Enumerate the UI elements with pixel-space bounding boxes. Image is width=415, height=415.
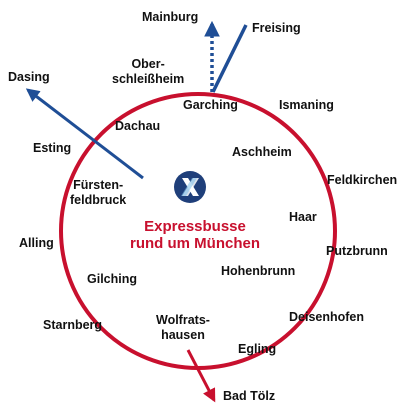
route-dasing (25, 88, 144, 180)
label-garching: Garching (183, 98, 238, 112)
label-esting: Esting (33, 141, 72, 155)
label-alling: Alling (19, 236, 54, 250)
label-deisenhofen: Deisenhofen (289, 310, 365, 324)
label-aschheim: Aschheim (232, 145, 292, 159)
label-wolfratshausen: Wolfrats- hausen (156, 313, 210, 342)
label-gilching: Gilching (87, 272, 137, 286)
label-oberschleissheim: Ober- schleißheim (112, 57, 185, 86)
title-line-1: Expressbusse (144, 218, 246, 235)
label-feldkirchen: Feldkirchen (327, 173, 398, 187)
label-putzbrunn: Putzbrunn (326, 244, 388, 258)
label-egling: Egling (238, 342, 277, 356)
diagram-title: Expressbusse rund um München (95, 218, 295, 252)
label-freising: Freising (252, 21, 301, 35)
label-bad-toelz: Bad Tölz (223, 389, 276, 403)
expressbus-x-logo (173, 170, 207, 209)
label-ismaning: Ismaning (279, 98, 334, 112)
route-freising (211, 24, 248, 93)
label-dasing: Dasing (8, 70, 50, 84)
label-hohenbrunn: Hohenbrunn (221, 264, 296, 278)
label-mainburg: Mainburg (142, 10, 199, 24)
label-fuerstenfeldbruck: Fürsten- feldbruck (70, 178, 127, 207)
label-haar: Haar (289, 210, 317, 224)
label-starnberg: Starnberg (43, 318, 103, 332)
title-line-2: rund um München (130, 235, 260, 252)
label-dachau: Dachau (115, 119, 161, 133)
route-bad-toelz (186, 349, 216, 403)
